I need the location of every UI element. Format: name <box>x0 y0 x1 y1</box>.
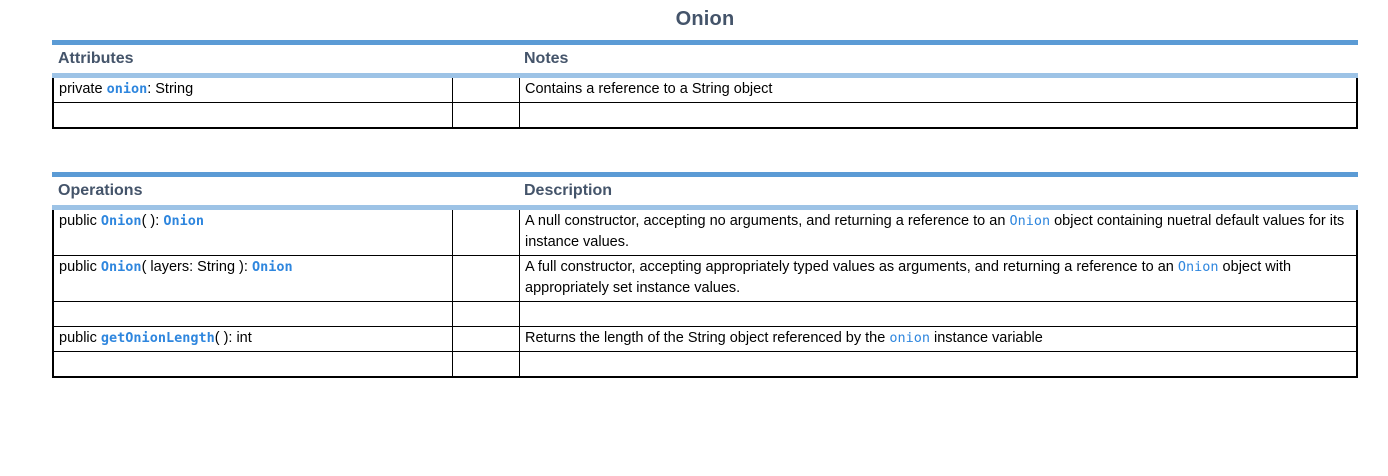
spacer-cell <box>452 302 520 326</box>
attributes-header-bottom-band <box>52 73 1358 78</box>
attribute-cell <box>54 103 452 127</box>
operation-description-cell <box>520 302 1360 326</box>
spacer-cell <box>452 78 520 102</box>
text-run: A null constructor, accepting no argumen… <box>525 213 1010 229</box>
operation-signature-cell: public getOnionLength( ): int <box>54 327 452 351</box>
attributes-header-top-band <box>52 40 1358 45</box>
attributes-table-body: private onion: String Contains a referenc… <box>52 78 1358 129</box>
operation-description-cell: A full constructor, accepting appropriat… <box>520 256 1360 301</box>
note-cell <box>520 103 1360 127</box>
text-run: public <box>59 259 101 275</box>
code-token: Onion <box>100 259 142 275</box>
operation-description-cell <box>520 352 1360 376</box>
notes-column-header: Notes <box>524 50 569 67</box>
operations-table: Operations Description public Onion( ): … <box>52 172 1358 378</box>
attribute-cell: private onion: String <box>54 78 452 102</box>
text-run: object containing nuetral default values… <box>525 213 1345 250</box>
operation-description-cell: A null constructor, accepting no argumen… <box>520 210 1360 255</box>
text-run: ( ): int <box>214 330 252 346</box>
text-run: Returns the length of the String object … <box>525 330 890 346</box>
code-token: onion <box>106 81 148 97</box>
spacer-cell <box>452 256 520 301</box>
code-token: onion <box>889 330 930 346</box>
text-run: ( layers: String ): <box>141 259 252 275</box>
operations-column-header: Operations <box>58 182 143 199</box>
code-token: Onion <box>100 213 142 229</box>
attributes-column-header: Attributes <box>58 50 134 67</box>
note-cell: Contains a reference to a String object <box>520 78 1360 102</box>
operations-header-bottom-band <box>52 205 1358 210</box>
page-title: Onion <box>675 8 735 30</box>
attributes-header-row: Attributes Notes <box>52 45 1358 73</box>
text-run: object with appropriately set instance v… <box>525 259 1292 296</box>
spacer-cell <box>452 210 520 255</box>
text-run: A full constructor, accepting appropriat… <box>525 259 1178 275</box>
table-row: public getOnionLength( ): int Returns the… <box>54 327 1356 352</box>
table-row <box>54 302 1356 327</box>
operation-description-cell: Returns the length of the String object … <box>520 327 1360 351</box>
text-run: Contains a reference to a String object <box>525 81 773 97</box>
text-run: public <box>59 330 101 346</box>
table-row <box>54 103 1356 127</box>
text-run: public <box>59 213 101 229</box>
code-token: Onion <box>1009 213 1051 229</box>
code-token: getOnionLength <box>100 330 215 346</box>
operation-signature-cell: public Onion( ): Onion <box>54 210 452 255</box>
spacer-cell <box>452 103 520 127</box>
code-token: Onion <box>163 213 204 229</box>
code-token: Onion <box>251 259 293 275</box>
spacer-cell <box>452 327 520 351</box>
text-run: ( ): <box>141 213 164 229</box>
text-run: private <box>59 81 107 97</box>
spacer-cell <box>452 352 520 376</box>
operation-signature-cell <box>54 352 452 376</box>
attributes-table: Attributes Notes private onion: String Co… <box>52 40 1358 129</box>
operations-header-top-band <box>52 172 1358 177</box>
operations-header-row: Operations Description <box>52 177 1358 205</box>
operation-signature-cell: public Onion( layers: String ): Onion <box>54 256 452 301</box>
code-token: Onion <box>1177 259 1219 275</box>
table-row: private onion: String Contains a referenc… <box>54 78 1356 103</box>
table-row <box>54 352 1356 376</box>
operation-signature-cell <box>54 302 452 326</box>
text-run: : String <box>147 81 194 97</box>
description-column-header: Description <box>524 182 613 199</box>
text-run: instance variable <box>929 330 1043 346</box>
